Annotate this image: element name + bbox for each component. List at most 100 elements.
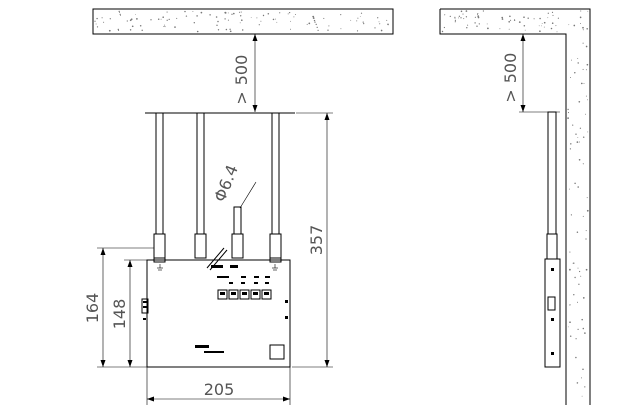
hatch-dot (567, 108, 569, 111)
hatch-dot (585, 69, 587, 71)
hatch-dot (209, 14, 211, 16)
hatch-dot (551, 22, 554, 24)
hatch-dot (575, 133, 577, 135)
hatch-dot (460, 17, 462, 19)
hatch-dot (356, 30, 359, 32)
hatch-dot (577, 267, 579, 269)
ground-marks (157, 264, 278, 271)
hatch-dot (578, 158, 581, 161)
hatch-dot (118, 10, 120, 13)
hatch-dot (458, 15, 461, 17)
hatch-dot (196, 30, 199, 33)
hatch-dot (501, 16, 504, 19)
hatch-dot (240, 19, 243, 22)
hatch-dot (569, 251, 571, 253)
hatch-dot (501, 18, 504, 20)
hatch-dot (241, 29, 244, 31)
hatch-dot (539, 17, 541, 20)
hatch-dot (569, 148, 572, 150)
hatch-dot (487, 27, 489, 30)
hatch-dot (260, 20, 262, 22)
width-dimension: 205 (146, 367, 291, 405)
hatch-dot (509, 15, 511, 18)
hatch-dot (573, 24, 576, 27)
outer-height-dimension: 164 (83, 247, 154, 368)
router-enclosure-side (544, 258, 561, 368)
hatch-dot (239, 22, 241, 24)
clearance-dimension-side: 500 > (501, 34, 560, 113)
hatch-dot (275, 18, 277, 20)
hatch-dot (216, 24, 218, 27)
hatch-dot (449, 15, 451, 18)
hatch-dot (571, 59, 572, 61)
hatch-dot (233, 12, 235, 15)
hatch-dot (541, 23, 543, 24)
hatch-dot (539, 30, 541, 33)
hatch-dot (557, 17, 559, 19)
hatch-dot (231, 13, 233, 15)
hatch-dot (576, 141, 579, 143)
hatch-dot (267, 13, 270, 15)
hatch-dot (192, 11, 194, 13)
reset-button-outline (269, 344, 285, 360)
overall-height-value: 357 (307, 225, 326, 256)
hatch-dot (477, 16, 480, 19)
hatch-dot (258, 24, 260, 26)
hatch-dot (578, 283, 580, 285)
antenna-center-short (231, 206, 244, 259)
hatch-dot (150, 19, 152, 21)
hatch-dot (227, 12, 229, 14)
hatch-dot (508, 28, 510, 30)
ceiling-slab-front (92, 8, 394, 35)
hatch-dot (96, 17, 98, 20)
hatch-dot (578, 270, 581, 273)
hatch-dot (196, 15, 198, 17)
hatch-dot (584, 332, 586, 334)
hatch-dot (387, 24, 389, 26)
hatch-dot (129, 29, 132, 31)
hatch-dot (582, 68, 584, 70)
hatch-dot (313, 19, 316, 22)
hatch-dot (575, 356, 577, 359)
hatch-dot (555, 25, 557, 27)
hatch-dot (184, 10, 186, 13)
hatch-dot (508, 20, 511, 23)
hatch-dot (582, 26, 584, 29)
hatch-dot (478, 23, 480, 25)
greater-than-symbol-front: > (232, 91, 251, 104)
hatch-dot (240, 11, 242, 13)
hatch-dot (239, 15, 242, 17)
hatch-dot (578, 100, 581, 103)
hatch-dot (95, 23, 97, 25)
hatch-dot (476, 25, 478, 27)
ceiling-hatch-dots (94, 10, 389, 33)
hatch-dot (215, 16, 218, 18)
hatch-dot (377, 17, 379, 19)
hatch-dot (477, 13, 479, 15)
width-value: 205 (204, 380, 235, 399)
hatch-dot (272, 18, 275, 21)
hatch-dot (166, 11, 168, 13)
hatch-dot (586, 209, 589, 212)
hatch-dot (224, 11, 227, 14)
hatch-dot (217, 29, 220, 31)
hatch-dot (160, 18, 162, 20)
hatch-dot (238, 11, 241, 13)
hatch-dot (582, 297, 585, 299)
hatch-dot (567, 112, 570, 114)
hatch-dot (323, 17, 325, 19)
hatch-dot (587, 99, 588, 101)
hatch-dot (465, 10, 468, 12)
hatch-dot (576, 231, 579, 233)
hatch-dot (474, 16, 476, 18)
hatch-dot (378, 21, 380, 23)
hatch-dot (585, 238, 587, 240)
hatch-dot (250, 17, 252, 19)
hatch-dot (166, 19, 168, 21)
hatch-dot (582, 42, 584, 44)
ethernet-port-row (217, 289, 272, 300)
hatch-dot (551, 11, 554, 13)
hatch-dot (200, 11, 203, 14)
hatch-dot (360, 12, 363, 14)
